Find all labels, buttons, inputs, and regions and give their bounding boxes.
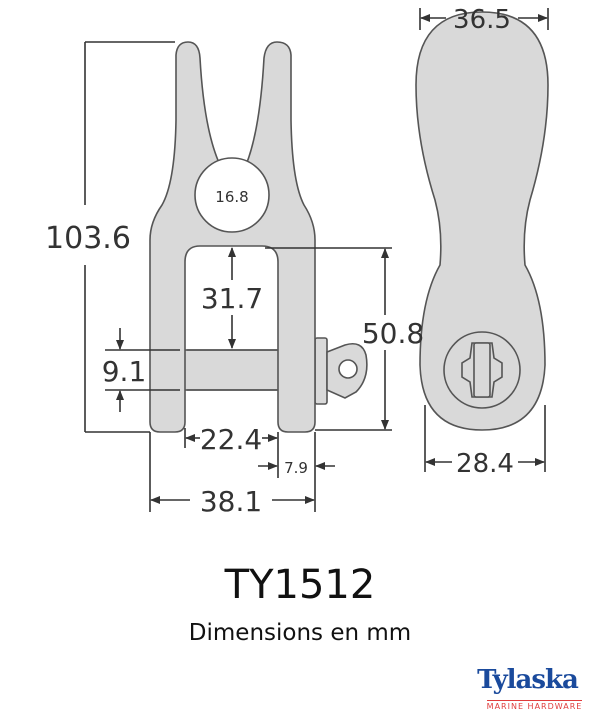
shackle-side-view xyxy=(415,11,549,431)
shackle-front-view xyxy=(149,41,368,433)
product-title: TY1512 xyxy=(224,562,376,608)
dim-top-width: 36.5 xyxy=(453,5,511,35)
dim-inside-height: 31.7 xyxy=(201,282,263,315)
units-subtitle: Dimensions en mm xyxy=(188,620,412,646)
dim-pin-diameter: 9.1 xyxy=(102,355,147,388)
dim-sheave-hole: 16.8 xyxy=(215,188,248,206)
logo-tagline: MARINE HARDWARE xyxy=(486,700,583,711)
dimension-lines xyxy=(84,8,549,512)
logo-name: Tylaska xyxy=(477,665,579,695)
pin-key-hole xyxy=(338,359,358,379)
dim-pin-to-base: 50.8 xyxy=(362,317,424,350)
dimension-labels: 103.6 36.5 16.8 31.7 50.8 9.1 22.4 7.9 3… xyxy=(45,5,514,518)
dim-inside-width: 22.4 xyxy=(200,423,262,456)
dim-leg-width: 7.9 xyxy=(284,459,308,477)
shackle-body xyxy=(149,41,316,433)
dim-overall-width: 38.1 xyxy=(200,485,262,518)
sheave-hole xyxy=(194,157,270,233)
dim-side-bottom-width: 28.4 xyxy=(456,449,514,479)
tylaska-logo: Tylaska MARINE HARDWARE xyxy=(470,666,585,713)
dim-overall-height: 103.6 xyxy=(45,221,131,256)
pin-collar xyxy=(314,337,328,405)
